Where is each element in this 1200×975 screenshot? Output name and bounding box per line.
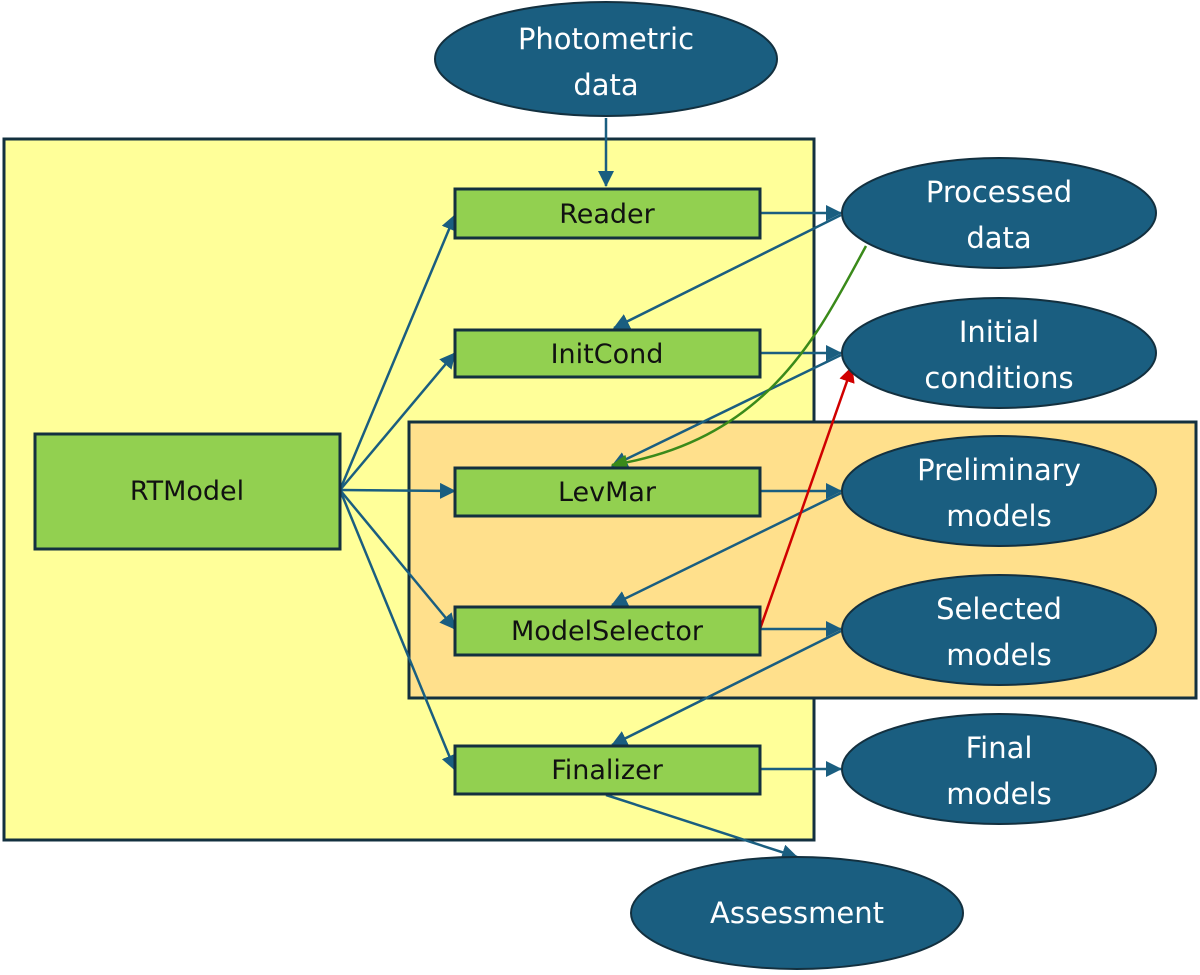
data-node-photometric[interactable]: Photometric data bbox=[434, 1, 778, 117]
edge-rtmodel-finalizer bbox=[338, 489, 457, 771]
edge-preliminary-modelselector bbox=[611, 491, 842, 607]
edge-processed-initcond bbox=[613, 213, 842, 330]
module-finalizer[interactable]: Finalizer bbox=[453, 744, 762, 796]
data-node-label: Selected bbox=[936, 592, 1062, 626]
data-node-label: Initial bbox=[959, 315, 1039, 349]
data-node-label: Final bbox=[966, 731, 1033, 765]
edge-modelselector-initial bbox=[758, 366, 855, 630]
module-reader[interactable]: Reader bbox=[453, 187, 762, 240]
module-label: Finalizer bbox=[551, 755, 664, 786]
data-node-preliminary[interactable]: Preliminary models bbox=[841, 435, 1157, 547]
module-label: RTModel bbox=[130, 476, 244, 507]
data-node-label: data bbox=[573, 68, 638, 102]
edge-selected-finalizer bbox=[611, 629, 842, 747]
edge-rtmodel-initcond bbox=[339, 352, 456, 491]
data-node-initial[interactable]: Initial conditions bbox=[841, 297, 1157, 409]
data-node-label: Photometric bbox=[518, 22, 694, 56]
data-node-processed[interactable]: Processed data bbox=[841, 157, 1157, 269]
data-node-label: Preliminary bbox=[917, 453, 1081, 487]
module-label: ModelSelector bbox=[511, 616, 704, 647]
data-node-label: models bbox=[946, 638, 1051, 672]
data-node-label: Assessment bbox=[710, 896, 884, 930]
data-node-label: conditions bbox=[924, 361, 1073, 395]
module-initcond[interactable]: InitCond bbox=[453, 328, 762, 379]
edge-rtmodel-modelselector bbox=[339, 489, 456, 630]
edge-rtmodel-levmar bbox=[339, 482, 456, 499]
data-node-label: data bbox=[966, 221, 1031, 255]
module-rtmodel[interactable]: RTModel bbox=[33, 432, 342, 551]
data-node-label: models bbox=[946, 499, 1051, 533]
data-node-label: Processed bbox=[926, 175, 1072, 209]
module-levmar[interactable]: LevMar bbox=[453, 466, 762, 518]
module-label: Reader bbox=[559, 199, 655, 230]
module-label: LevMar bbox=[558, 477, 657, 508]
data-node-selected[interactable]: Selected models bbox=[841, 574, 1157, 686]
module-label: InitCond bbox=[551, 339, 664, 370]
edge-finalizer-assessment bbox=[605, 793, 798, 860]
data-node-assessment[interactable]: Assessment bbox=[630, 856, 964, 970]
edge-rtmodel-reader bbox=[338, 214, 457, 491]
data-node-label: models bbox=[946, 777, 1051, 811]
edge-processed-levmar bbox=[611, 245, 868, 471]
module-modelselector[interactable]: ModelSelector bbox=[453, 605, 762, 657]
edge-initial-levmar bbox=[611, 353, 842, 468]
data-node-final[interactable]: Final models bbox=[841, 713, 1157, 825]
